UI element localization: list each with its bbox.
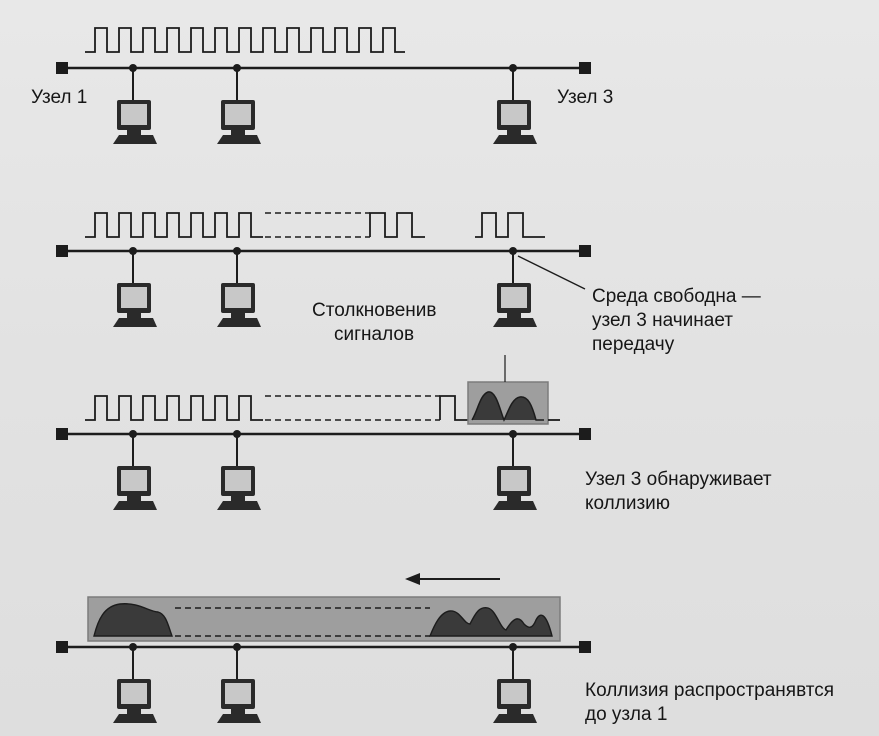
bus-terminator-icon-left-p3 <box>56 428 68 440</box>
collision-spreads-label: Коллизия распространявтся до узла 1 <box>585 679 834 727</box>
computer-icon-keyboard-p1-2 <box>493 135 537 144</box>
computer-icon-screen-p4-0 <box>121 683 147 704</box>
bus-terminator-icon-left-p2 <box>56 245 68 257</box>
bus-terminator-icon-right-p3 <box>579 428 591 440</box>
computer-icon-stand-p2-2 <box>507 313 521 318</box>
signal-wave-tail-p2 <box>369 212 425 238</box>
computer-icon-stand-p1-1 <box>231 130 245 135</box>
computer-icon-screen-p1-0 <box>121 104 147 125</box>
bus-terminator-icon-left-p1 <box>56 62 68 74</box>
signal-wave-tail-p3 <box>439 395 468 421</box>
signal-wave-node1-p2 <box>85 212 263 238</box>
node3-label: Узел 3 <box>557 87 614 108</box>
computer-icon-stand-p4-1 <box>231 709 245 714</box>
computer-icon-screen-p2-1 <box>225 287 251 308</box>
computer-icon-keyboard-p3-0 <box>113 501 157 510</box>
computer-icon-screen-p2-2 <box>501 287 527 308</box>
bus-terminator-icon-left-p4 <box>56 641 68 653</box>
computer-icon-screen-p3-0 <box>121 470 147 491</box>
computer-icon-screen-p4-2 <box>501 683 527 704</box>
computer-icon-stand-p1-0 <box>127 130 141 135</box>
computer-icon-keyboard-p2-1 <box>217 318 261 327</box>
computer-icon-keyboard-p2-0 <box>113 318 157 327</box>
computer-icon-stand-p4-2 <box>507 709 521 714</box>
medium-free-line-1: Среда свободна — <box>592 286 761 307</box>
medium-free-line-2: узел 3 начинает <box>592 310 733 331</box>
collision-title-label: Столкновенив сигналов <box>312 299 436 347</box>
bus-terminator-icon-right-p2 <box>579 245 591 257</box>
computer-icon-stand-p1-2 <box>507 130 521 135</box>
computer-icon-stand-p3-1 <box>231 496 245 501</box>
signal-wave-node1-p3 <box>85 395 263 421</box>
medium-free-label: Среда свободна — узел 3 начинает передач… <box>592 285 761 357</box>
signal-wave-node3-p2 <box>475 212 545 238</box>
computer-icon-keyboard-p4-1 <box>217 714 261 723</box>
node3-detects-line-2: коллизию <box>585 493 671 514</box>
computer-icon-screen-p1-1 <box>225 104 251 125</box>
node3-detects-line-1: Узел 3 обнаруживает <box>585 469 772 490</box>
collision-spreads-line-2: до узла 1 <box>585 704 668 725</box>
computer-icon-screen-p3-2 <box>501 470 527 491</box>
computer-icon-screen-p3-1 <box>225 470 251 491</box>
collision-title-line-1: Столкновенив <box>312 300 437 321</box>
collision-waveform-left-p4 <box>93 603 173 637</box>
computer-icon-keyboard-p1-0 <box>113 135 157 144</box>
signal-wave-node1-p1 <box>85 27 405 53</box>
computer-icon-stand-p2-0 <box>127 313 141 318</box>
computer-icon-keyboard-p4-2 <box>493 714 537 723</box>
bus-terminator-icon-right-p1 <box>579 62 591 74</box>
collision-waveform-p3 <box>471 391 544 422</box>
computer-icon-stand-p4-0 <box>127 709 141 714</box>
node3-detects-label: Узел 3 обнаруживает коллизию <box>585 468 772 516</box>
node1-label: Узел 1 <box>31 87 88 108</box>
computer-icon-keyboard-p3-2 <box>493 501 537 510</box>
bus-terminator-icon-right-p4 <box>579 641 591 653</box>
callout-line-medium-free <box>517 255 586 290</box>
computer-icon-keyboard-p2-2 <box>493 318 537 327</box>
collision-title-line-2: сигналов <box>334 324 415 345</box>
computer-icon-stand-p3-0 <box>127 496 141 501</box>
computer-icon-stand-p2-1 <box>231 313 245 318</box>
computer-icon-stand-p3-2 <box>507 496 521 501</box>
computer-icon-keyboard-p4-0 <box>113 714 157 723</box>
computer-icon-keyboard-p1-1 <box>217 135 261 144</box>
computer-icon-screen-p2-0 <box>121 287 147 308</box>
medium-free-line-3: передачу <box>592 334 675 355</box>
collision-spreads-line-1: Коллизия распространявтся <box>585 680 835 701</box>
arrow-left-icon-head <box>405 573 420 585</box>
computer-icon-screen-p1-2 <box>501 104 527 125</box>
computer-icon-screen-p4-1 <box>225 683 251 704</box>
collision-waveform-right-p4 <box>428 606 553 637</box>
computer-icon-keyboard-p3-1 <box>217 501 261 510</box>
